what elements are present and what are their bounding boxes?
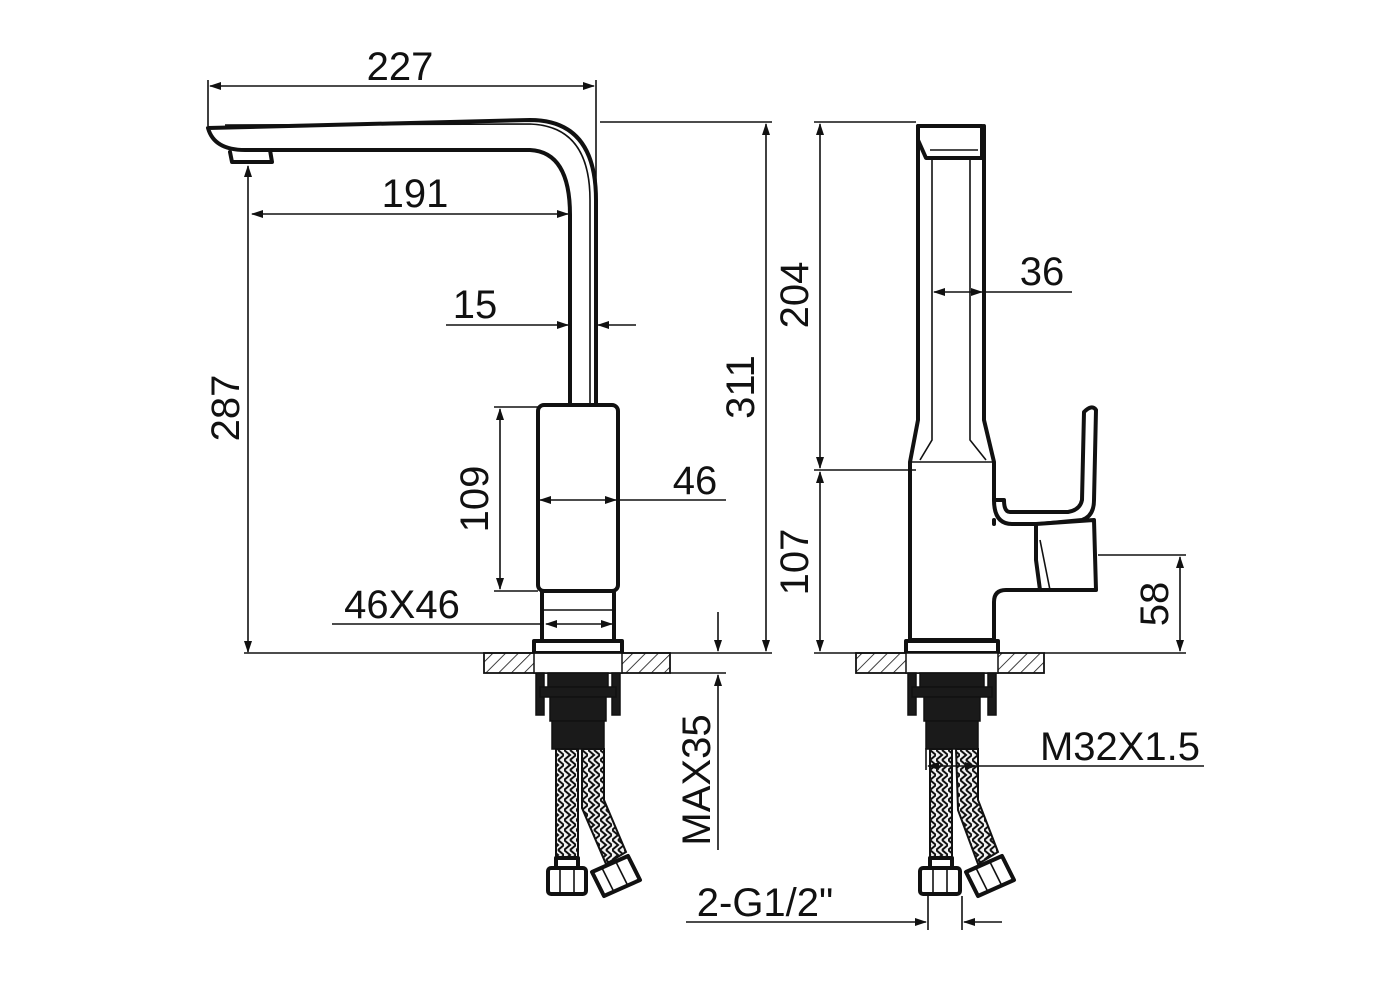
front-fix-block: [549, 696, 607, 722]
front-base-neck: [540, 589, 616, 643]
front-aerator: [228, 148, 274, 164]
front-deck-hole: [533, 652, 623, 674]
side-lever-base: [1034, 518, 1098, 592]
side-hose-right-nut-flat: [975, 867, 989, 893]
side-hose-right-nut-flat: [989, 861, 1003, 887]
front-hose-left-nut: [546, 866, 588, 896]
dim-lower-height: 107: [773, 529, 817, 596]
side-hose-right-nut: [964, 854, 1016, 898]
side-nut-block: [919, 672, 985, 688]
front-hose-right-nut-flat: [615, 861, 629, 887]
dim-max-deck-thickness: MAX35: [675, 714, 719, 845]
dim-spout-reach-axis: 191: [382, 172, 449, 216]
side-fix-plate: [911, 686, 993, 698]
dim-upper-height: 204: [773, 262, 817, 329]
side-lever-base-line: [1039, 539, 1051, 591]
front-fix-stem: [551, 720, 605, 750]
dim-lever-height: 58: [1133, 582, 1177, 627]
side-view: 204 107 36 58 M32X1.5 2-G1/2": [686, 121, 1204, 930]
front-hose-left: [555, 748, 579, 868]
front-hose-right: [581, 748, 628, 866]
side-hose-left-nut: [918, 866, 962, 896]
front-hose-right-nut: [590, 854, 642, 898]
front-spout-outline: [206, 118, 598, 407]
dim-spout-depth: 36: [1020, 250, 1065, 294]
front-nut-block: [547, 672, 609, 688]
front-fix-plate: [539, 686, 617, 698]
dim-body-width: 46: [673, 459, 718, 503]
dim-spout-tube-thickness: 15: [453, 283, 498, 327]
front-body: [536, 403, 620, 593]
dim-body-height: 109: [453, 466, 497, 533]
side-column-inner: [919, 160, 987, 461]
dim-inlet-connections: 2-G1/2": [697, 881, 833, 925]
front-spout-inner: [224, 123, 591, 405]
dim-mount-thread: M32X1.5: [1040, 725, 1200, 769]
dim-base-section: 46X46: [344, 583, 460, 627]
dim-spout-reach-total: 227: [367, 45, 434, 89]
side-fix-stem: [925, 720, 979, 750]
side-spout-head: [916, 124, 984, 160]
front-hose-right-nut-flat: [601, 867, 615, 893]
dim-height-to-spout: 287: [204, 375, 248, 442]
dim-total-height: 311: [719, 355, 763, 419]
side-deck-hole: [905, 652, 999, 674]
side-fix-block: [923, 696, 981, 722]
front-base-ring: [532, 639, 624, 655]
side-base-ring: [904, 639, 1000, 655]
front-view: 227 191 287 15 311 109 46 46X46 MAX: [204, 45, 772, 898]
side-column-outline: [908, 124, 996, 642]
side-lever: [992, 405, 1098, 526]
side-body-lower: [908, 498, 1042, 642]
